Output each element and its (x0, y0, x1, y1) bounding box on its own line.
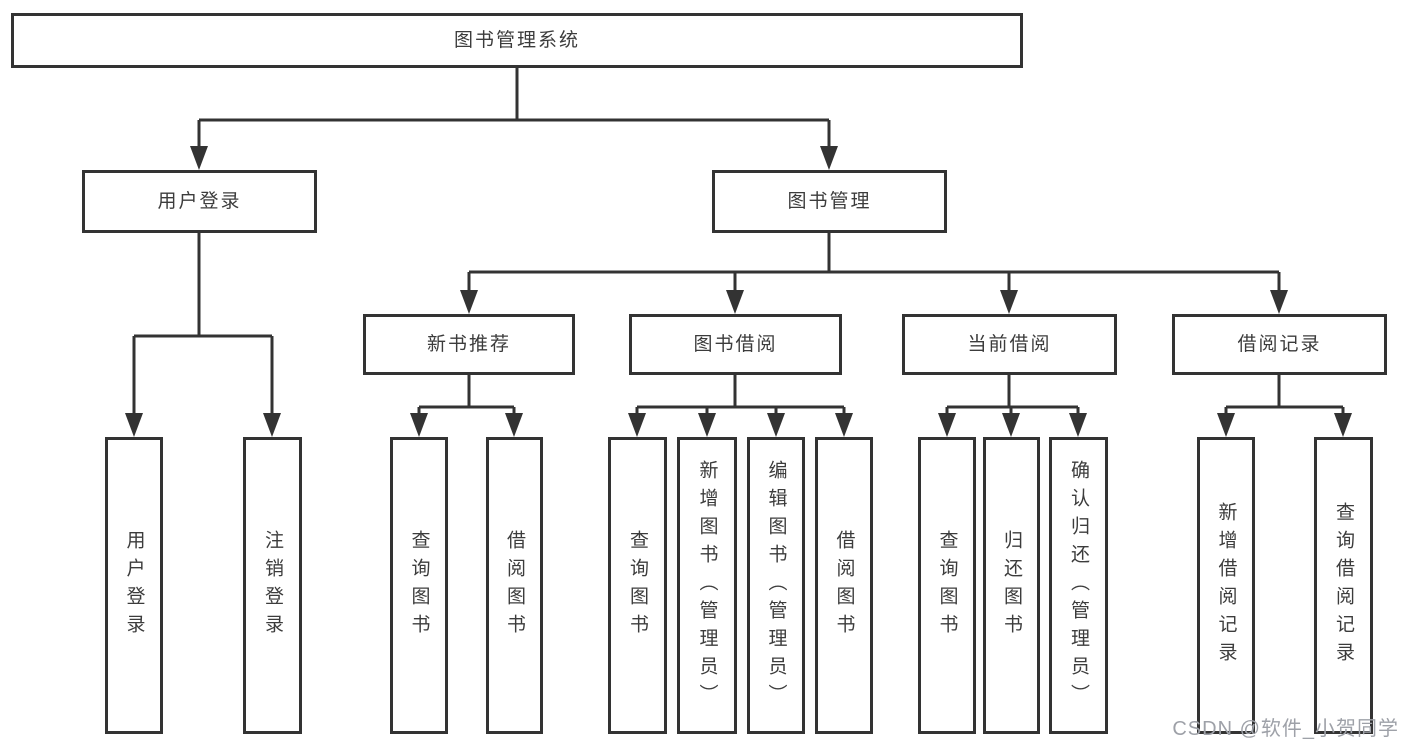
node-label: 用户登录 (157, 191, 242, 212)
leaf-node-query-books-3: 查询图书 (918, 437, 976, 734)
node-borrowing-records: 借阅记录 (1172, 314, 1387, 375)
leaf-node-query-books-1: 查询图书 (390, 437, 448, 734)
arrowhead (190, 146, 208, 170)
arrowhead (125, 413, 143, 437)
leaf-node-confirm-return-admin: 确认归还（管理员） (1049, 437, 1108, 734)
connector-book-borrowing-children (635, 375, 846, 417)
arrowhead (460, 290, 478, 314)
node-label: 用户登录 (123, 529, 145, 642)
node-label: 查询借阅记录 (1333, 501, 1354, 670)
arrowhead (820, 146, 838, 170)
node-book-management: 图书管理 (712, 170, 947, 233)
arrowhead (628, 413, 646, 437)
node-label: 确认归还（管理员） (1068, 459, 1089, 712)
arrowhead (726, 290, 744, 314)
leaf-node-add-books-admin: 新增图书（管理员） (677, 437, 737, 734)
leaf-node-add-borrow-record: 新增借阅记录 (1197, 437, 1255, 734)
node-label: 图书借阅 (693, 334, 778, 355)
node-label: 注销登录 (262, 529, 283, 642)
node-new-book-recommend: 新书推荐 (363, 314, 575, 375)
node-current-borrowing: 当前借阅 (902, 314, 1117, 375)
node-label: 查询图书 (936, 529, 958, 642)
connector-borrowing-records-children (1224, 375, 1345, 417)
arrowhead (767, 413, 785, 437)
connector-current-borrowing-children (945, 375, 1080, 417)
node-label: 编辑图书（管理员） (765, 459, 787, 712)
arrowhead (1270, 290, 1288, 314)
leaf-node-return-books: 归还图书 (983, 437, 1040, 734)
node-label: 借阅图书 (504, 529, 525, 642)
node-book-borrowing: 图书借阅 (629, 314, 842, 375)
leaf-node-borrow-books-1: 借阅图书 (486, 437, 543, 734)
node-label: 图书管理 (787, 191, 872, 212)
node-label: 新书推荐 (426, 334, 511, 355)
node-label: 新增借阅记录 (1215, 501, 1237, 670)
connector-root-to-level2 (197, 68, 831, 150)
connector-new-book-children (417, 375, 516, 417)
arrowhead (263, 413, 281, 437)
leaf-node-query-books-2: 查询图书 (608, 437, 667, 734)
node-user-login: 用户登录 (82, 170, 317, 233)
leaf-node-user-login: 用户登录 (105, 437, 163, 734)
connector-user-login-children (132, 233, 274, 417)
connector-book-management-children (467, 233, 1281, 294)
leaf-node-borrow-books-2: 借阅图书 (815, 437, 873, 734)
node-label: 当前借阅 (967, 334, 1052, 355)
arrowhead (1069, 413, 1087, 437)
node-label: 借阅记录 (1237, 334, 1322, 355)
arrowhead (835, 413, 853, 437)
arrowhead (1000, 290, 1018, 314)
arrowhead (505, 413, 523, 437)
arrowhead (410, 413, 428, 437)
node-label: 归还图书 (1001, 529, 1022, 642)
arrowhead (938, 413, 956, 437)
arrowhead (1217, 413, 1235, 437)
node-label: 查询图书 (408, 529, 430, 642)
leaf-node-query-borrow-record: 查询借阅记录 (1314, 437, 1373, 734)
node-library-management-system: 图书管理系统 (11, 13, 1023, 68)
csdn-watermark: CSDN @软件_小贺同学 (1172, 718, 1399, 740)
arrowhead (1002, 413, 1020, 437)
leaf-node-logout: 注销登录 (243, 437, 302, 734)
node-label: 借阅图书 (833, 529, 855, 642)
arrowhead (698, 413, 716, 437)
arrowhead (1334, 413, 1352, 437)
node-label: 图书管理系统 (453, 30, 580, 51)
node-label: 新增图书（管理员） (696, 459, 718, 712)
node-label: 查询图书 (627, 529, 648, 642)
leaf-node-edit-books-admin: 编辑图书（管理员） (747, 437, 805, 734)
